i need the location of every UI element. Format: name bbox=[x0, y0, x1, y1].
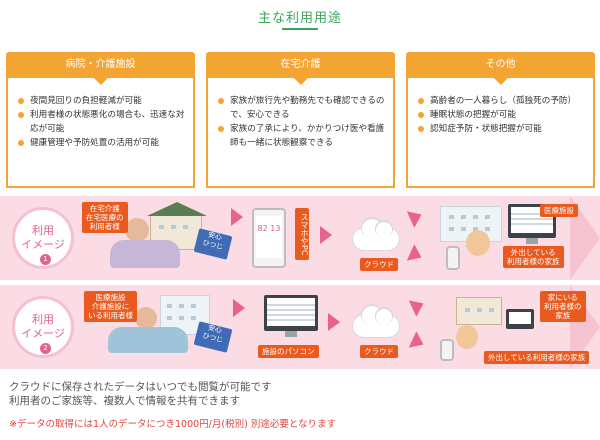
phone-reading: 82 13 bbox=[256, 216, 282, 258]
arrow-icon bbox=[231, 208, 243, 226]
example-label-ring: 利用 イメージ 2 bbox=[12, 296, 74, 358]
house-icon bbox=[456, 297, 502, 325]
usage-example-2: 利用 イメージ 2 医療施設 介護施設に いる利用者様 安心 ひつじ 施設のパソ… bbox=[0, 285, 600, 369]
column-item: 健康管理や予防処置の活用が可能 bbox=[18, 136, 185, 150]
section-title: 主な利用用途 bbox=[257, 11, 342, 26]
device-tag: 施設のパソコン bbox=[258, 345, 319, 358]
monitor-icon bbox=[508, 204, 556, 244]
sheep-sensor-device: 安心 ひつじ bbox=[193, 321, 233, 353]
smartphone-icon: 82 13 bbox=[252, 208, 286, 268]
column-item: 夜間見回りの負担軽減が可能 bbox=[18, 94, 185, 108]
column-item: 高齢者の一人暮らし（孤独死の予防） bbox=[418, 94, 585, 108]
footer-description: クラウドに保存されたデータはいつでも閲覧が可能です 利用者のご家族等、複数人で情… bbox=[9, 380, 272, 408]
footer-line: 利用者のご家族等、複数人で情報を共有できます bbox=[9, 395, 240, 407]
column-item: 利用者様の状態悪化の場合も、迅速な対応が可能 bbox=[18, 108, 185, 136]
cloud-icon bbox=[353, 306, 399, 337]
example-number-badge: 2 bbox=[40, 343, 51, 354]
arrow-icon bbox=[408, 331, 428, 353]
elderly-patient-icon bbox=[135, 307, 157, 329]
smartphone-icon bbox=[440, 339, 454, 361]
monitor-icon bbox=[264, 295, 318, 337]
example-label: イメージ bbox=[21, 238, 65, 251]
facility-tag: 医療施設 bbox=[540, 204, 578, 217]
arrow-icon bbox=[408, 295, 428, 317]
column-item: 認知症予防・状態把握が可能 bbox=[418, 122, 585, 136]
example-number-badge: 1 bbox=[40, 254, 51, 265]
home-family-tag: 家にいる 利用者様の 家族 bbox=[540, 291, 586, 322]
family-tag: 外出している 利用者様の家族 bbox=[503, 246, 564, 268]
patient-tag: 在宅介護 在宅医療の 利用者様 bbox=[82, 202, 128, 233]
patient-tag: 医療施設 介護施設に いる利用者様 bbox=[84, 291, 137, 322]
column-item: 家族の了承により、かかりつけ医や看護師も一緒に状態観察できる bbox=[218, 122, 385, 150]
cloud-tag: クラウド bbox=[360, 345, 398, 358]
cloud-tag: クラウド bbox=[360, 258, 398, 271]
monitor-icon bbox=[506, 309, 534, 329]
column-item: 睡眠状態の把握が可能 bbox=[418, 108, 585, 122]
arrow-icon bbox=[406, 244, 426, 266]
arrow-icon bbox=[406, 206, 426, 228]
device-tag: スマホやPC bbox=[295, 208, 309, 260]
example-label-ring: 利用 イメージ 1 bbox=[12, 207, 74, 269]
arrow-icon bbox=[328, 313, 340, 331]
title-underline bbox=[282, 28, 318, 30]
footer-line: クラウドに保存されたデータはいつでも閲覧が可能です bbox=[9, 381, 272, 393]
family-member-icon bbox=[466, 230, 490, 256]
column-heading: 在宅介護 bbox=[206, 52, 395, 85]
example-label: 利用 bbox=[32, 313, 54, 326]
column-heading: 病院・介護施設 bbox=[6, 52, 195, 85]
bed-icon bbox=[108, 327, 188, 353]
usage-example-1: 利用 イメージ 1 在宅介護 在宅医療の 利用者様 安心 ひつじ 82 13 ス… bbox=[0, 196, 600, 280]
family-member-icon bbox=[456, 325, 478, 349]
arrow-icon bbox=[320, 226, 332, 244]
column-home-care: 在宅介護 家族が旅行先や勤務先でも確認できるので、安心できる 家族の了承により、… bbox=[206, 52, 395, 188]
arrow-icon bbox=[233, 299, 245, 317]
column-item: 家族が旅行先や勤務先でも確認できるので、安心できる bbox=[218, 94, 385, 122]
column-other: その他 高齢者の一人暮らし（孤独死の予防） 睡眠状態の把握が可能 認知症予防・状… bbox=[406, 52, 595, 188]
family-tag: 外出している利用者様の家族 bbox=[484, 351, 590, 364]
column-hospital: 病院・介護施設 夜間見回りの負担軽減が可能 利用者様の状態悪化の場合も、迅速な対… bbox=[6, 52, 195, 188]
bed-icon bbox=[110, 240, 180, 268]
elderly-patient-icon bbox=[125, 218, 149, 242]
smartphone-icon bbox=[446, 246, 460, 270]
example-label: 利用 bbox=[32, 224, 54, 237]
cloud-icon bbox=[353, 219, 399, 250]
pricing-note: ※データの取得には1人のデータにつき1000円/月(税別) 別途必要となります bbox=[9, 419, 337, 430]
sheep-sensor-device: 安心 ひつじ bbox=[193, 228, 233, 260]
example-label: イメージ bbox=[21, 327, 65, 340]
house-roof-icon bbox=[147, 202, 207, 216]
column-heading: その他 bbox=[406, 52, 595, 85]
